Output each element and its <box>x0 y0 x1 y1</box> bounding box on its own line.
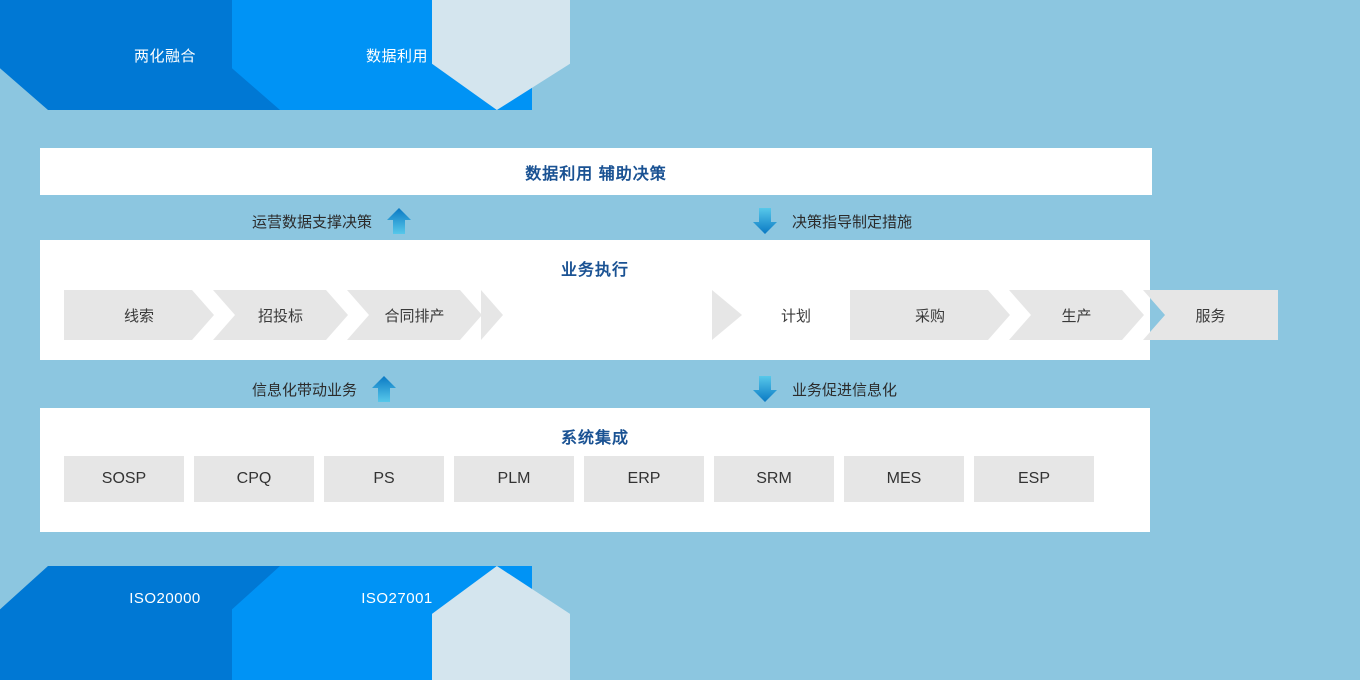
process-step-label: 采购 <box>914 307 945 325</box>
process-step-label: 生产 <box>1061 307 1092 325</box>
process-step[interactable] <box>712 290 742 340</box>
bottom-banner: ISO20000 ISO27001 <box>0 566 1360 680</box>
panel-business-execution: 业务执行 线索 招投标 合同排产 计划 采购 生产 服务 <box>40 240 1278 360</box>
process-step[interactable]: 服务 <box>1143 290 1278 340</box>
system-box-label: SRM <box>756 470 792 487</box>
arrow-pair-business-promotes-info: 业务促进信息化 <box>752 375 897 403</box>
top-banner-segment-1-label: 两化融合 <box>133 47 196 65</box>
system-box-label: ERP <box>627 470 661 487</box>
arrow-label-operational-data: 运营数据支撑决策 <box>252 213 373 231</box>
process-step-label: 计划 <box>780 307 811 325</box>
panel-data-decision-title: 数据利用 辅助决策 <box>525 165 667 183</box>
arrow-up-icon <box>372 376 397 402</box>
panel-data-decision: 数据利用 辅助决策 <box>40 148 1152 195</box>
system-box[interactable]: ERP <box>584 456 704 502</box>
system-box[interactable]: CPQ <box>194 456 314 502</box>
panel-business-execution-title: 业务执行 <box>560 262 629 279</box>
panel-system-integration: 系统集成 SOSP CPQ PS PLM ERP SRM MES ESP <box>40 408 1150 532</box>
system-box[interactable]: ESP <box>974 456 1094 502</box>
arrow-pair-info-drives-business: 信息化带动业务 <box>252 375 397 403</box>
system-box[interactable]: MES <box>844 456 964 502</box>
arrow-label-info-drives-business: 信息化带动业务 <box>252 381 358 399</box>
bottom-banner-segment-1-label: ISO20000 <box>129 590 201 607</box>
process-chains: 线索 招投标 合同排产 计划 采购 生产 服务 <box>40 290 1278 340</box>
process-step[interactable]: 采购 <box>850 290 1010 340</box>
arrow-up-icon <box>387 208 412 234</box>
process-step[interactable]: 生产 <box>1009 290 1144 340</box>
arrow-label-decision-guides: 决策指导制定措施 <box>792 213 913 231</box>
arrow-pair-operational-data: 运营数据支撑决策 <box>252 207 412 235</box>
process-chain-right: 计划 采购 生产 服务 <box>712 290 1278 340</box>
system-box[interactable]: SOSP <box>64 456 184 502</box>
system-box-label: PLM <box>497 470 531 487</box>
process-step[interactable]: 合同排产 <box>347 290 482 340</box>
top-banner-segment-2-label: 数据利用 <box>365 47 428 65</box>
process-step-label: 合同排产 <box>384 307 445 325</box>
top-banner: 两化融合 数据利用 <box>0 0 1360 110</box>
arrow-row-decision: 运营数据支撑决策 <box>40 203 1150 239</box>
process-step[interactable]: 计划 <box>741 290 851 340</box>
process-step-label: 招投标 <box>257 307 303 325</box>
arrow-down-icon <box>753 208 777 234</box>
process-step[interactable] <box>481 290 503 340</box>
arrow-pair-decision-guides: 决策指导制定措施 <box>752 207 912 235</box>
system-box[interactable]: PS <box>324 456 444 502</box>
process-step-label: 线索 <box>123 307 154 325</box>
bottom-banner-segment-2-label: ISO27001 <box>361 590 433 607</box>
system-box-label: ESP <box>1017 470 1050 487</box>
panel-system-integration-title: 系统集成 <box>560 430 629 447</box>
system-box[interactable]: PLM <box>454 456 574 502</box>
arrow-label-business-promotes-info: 业务促进信息化 <box>792 381 898 399</box>
arrow-down-icon <box>753 376 777 402</box>
system-box-label: MES <box>886 470 922 487</box>
arrow-row-informatization: 信息化带动业务 <box>40 371 1150 407</box>
system-box-label: SOSP <box>101 470 147 487</box>
process-step[interactable]: 线索 <box>64 290 214 340</box>
system-box[interactable]: SRM <box>714 456 834 502</box>
process-chain-left: 线索 招投标 合同排产 <box>64 290 503 340</box>
process-step-label: 服务 <box>1195 307 1226 325</box>
system-box-label: CPQ <box>236 470 272 487</box>
process-step[interactable]: 招投标 <box>213 290 348 340</box>
system-box-row: SOSP CPQ PS PLM ERP SRM MES ESP <box>40 456 1150 502</box>
system-box-label: PS <box>373 470 395 487</box>
